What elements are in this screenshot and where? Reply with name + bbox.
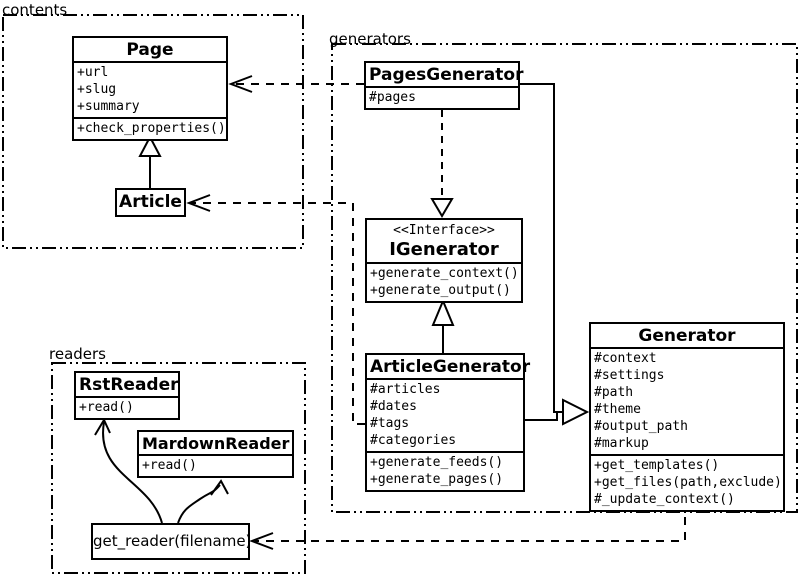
class-generator-attributes: #context #settings #path #theme #output_… xyxy=(591,347,783,454)
method-row: +read() xyxy=(142,458,197,473)
attribute-row: #tags xyxy=(370,416,410,431)
attribute-row: +slug xyxy=(77,82,117,97)
method-row: #_update_context() xyxy=(594,492,735,507)
method-row: +generate_feeds() xyxy=(370,455,504,470)
method-row: +get_templates() xyxy=(594,458,720,473)
class-pagesgenerator: PagesGenerator #pages xyxy=(364,61,524,110)
package-border-readers xyxy=(51,362,306,574)
generalization-articlegenerator-igenerator xyxy=(431,298,455,353)
class-page-methods: +check_properties() xyxy=(74,117,226,139)
method-row: +generate_output() xyxy=(370,283,511,298)
class-page: Page +url +slug +summary +check_properti… xyxy=(72,36,228,141)
class-generator-title: Generator xyxy=(638,326,736,346)
class-rstreader-methods: +read() xyxy=(76,396,178,418)
class-articlegenerator-methods: +generate_feeds() +generate_pages() xyxy=(367,451,523,490)
attribute-row: #theme xyxy=(594,402,641,417)
method-row: +check_properties() xyxy=(77,121,226,136)
class-articlegenerator-attributes: #articles #dates #tags #categories xyxy=(367,378,523,451)
interface-igenerator: <<Interface>> IGenerator +generate_conte… xyxy=(365,218,523,303)
attribute-row: +summary xyxy=(77,99,140,114)
package-label-generators: generators xyxy=(329,30,411,48)
attribute-row: #output_path xyxy=(594,419,688,434)
class-mardownreader-methods: +read() xyxy=(139,454,292,476)
method-row: +get_files(path,exclude) xyxy=(594,475,782,490)
class-pagesgenerator-title: PagesGenerator xyxy=(369,65,524,85)
dependency-articlegenerator-article xyxy=(186,194,365,425)
class-mardownreader: MardownReader +read() xyxy=(137,430,294,478)
method-row: +generate_context() xyxy=(370,266,519,281)
package-border-contents xyxy=(2,14,304,249)
attribute-row: #context xyxy=(594,351,657,366)
class-article-title: Article xyxy=(119,192,182,212)
attribute-row: #markup xyxy=(594,436,649,451)
class-generator-methods: +get_templates() +get_files(path,exclude… xyxy=(591,454,783,510)
dependency-generator-getreader xyxy=(249,502,686,550)
interface-stereotype: <<Interface>> xyxy=(393,223,495,238)
method-row: +generate_pages() xyxy=(370,472,504,487)
generalization-article-page xyxy=(138,134,162,188)
class-pagesgenerator-attributes: #pages xyxy=(366,86,518,108)
method-row: +read() xyxy=(79,400,134,415)
class-rstreader-title: RstReader xyxy=(79,375,179,395)
attribute-row: #dates xyxy=(370,399,417,414)
class-rstreader: RstReader +read() xyxy=(74,371,180,420)
class-page-attributes: +url +slug +summary xyxy=(74,61,226,117)
realization-pagesgenerator-igenerator xyxy=(430,110,454,218)
attribute-row: #categories xyxy=(370,433,457,448)
function-get-reader: get_reader(filename) xyxy=(91,523,251,560)
package-label-readers: readers xyxy=(49,345,106,363)
package-border-generators xyxy=(331,43,798,513)
package-label-contents: contents xyxy=(2,1,68,19)
dependency-pagesgenerator-page xyxy=(228,75,364,93)
attribute-row: #settings xyxy=(594,368,665,383)
interface-igenerator-methods: +generate_context() +generate_output() xyxy=(367,262,521,301)
attribute-row: #path xyxy=(594,385,634,400)
class-article: Article xyxy=(115,188,186,217)
class-articlegenerator: ArticleGenerator #articles #dates #tags … xyxy=(365,353,531,492)
arrow-getreader-mardownreader xyxy=(177,479,229,524)
class-generator: Generator #context #settings #path #them… xyxy=(589,322,785,512)
attribute-row: #pages xyxy=(369,90,416,105)
class-articlegenerator-title: ArticleGenerator xyxy=(370,357,531,377)
class-mardownreader-title: MardownReader xyxy=(142,434,290,453)
class-page-title: Page xyxy=(126,40,174,60)
arrow-getreader-rstreader xyxy=(94,417,163,524)
generalization-to-generator xyxy=(520,83,590,426)
attribute-row: +url xyxy=(77,65,109,80)
attribute-row: #articles xyxy=(370,382,441,397)
interface-igenerator-title: IGenerator xyxy=(389,239,499,260)
